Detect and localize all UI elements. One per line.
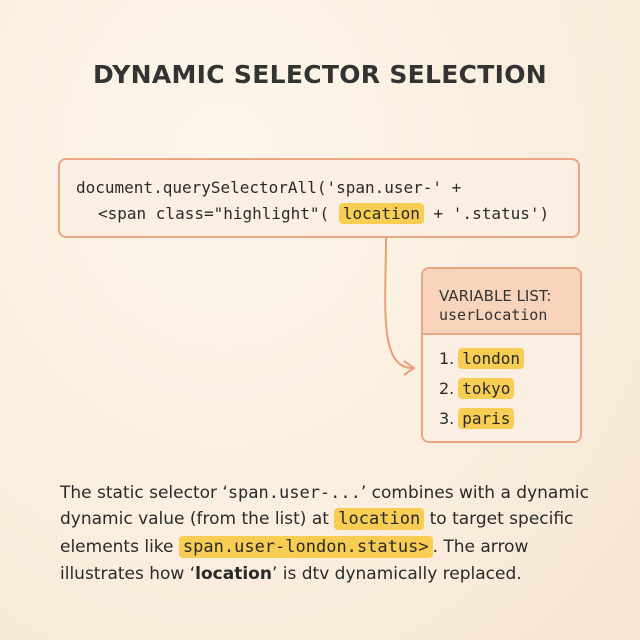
list-item: 1.london [439, 348, 525, 369]
code-line-2-suffix: + '.status') [433, 204, 550, 223]
code-line-2-prefix: <span class="highlight"( [98, 204, 330, 223]
code-block: document.querySelectorAll('span.user-' +… [58, 158, 580, 238]
list-item-number: 3. [439, 409, 455, 428]
list-item-number: 1. [439, 349, 455, 368]
description-line-1: The static selector ‘span.user-...’ comb… [60, 483, 589, 503]
code-line-2: <span class="highlight"( location + '.st… [98, 203, 550, 224]
list-item-value: paris [458, 408, 515, 429]
list-item-value: london [458, 348, 525, 369]
location-highlight: location [338, 203, 424, 224]
list-item: 2.tokyo [439, 378, 515, 399]
list-item-value: tokyo [458, 378, 515, 399]
list-item: 3.paris [439, 408, 515, 429]
code-line-1: document.querySelectorAll('span.user-' + [76, 178, 462, 197]
variable-list-panel: VARIABLE LIST: userLocation 1.london 2.t… [421, 267, 582, 443]
list-item-number: 2. [439, 379, 455, 398]
location-highlight: location [334, 508, 425, 530]
arrow-head-icon [403, 360, 416, 376]
variable-list-name: userLocation [439, 306, 548, 324]
description-line-3: elements like span.user-london.status>. … [60, 536, 529, 558]
page-title: DYNAMIC SELECTOR SELECTION [92, 60, 547, 89]
example-selector-highlight: span.user-london.status> [178, 536, 433, 558]
variable-list-label: VARIABLE LIST: [439, 287, 552, 305]
arrow-path [384, 237, 413, 369]
description-line-4: illustrates how ‘location’ is dtv dynami… [60, 564, 522, 584]
location-emphasis: location [195, 564, 272, 584]
description-line-2: dynamic value (from the list) at locatio… [60, 508, 574, 530]
static-selector-code: span.user-... [227, 483, 361, 503]
variable-list-header: VARIABLE LIST: userLocation [423, 269, 580, 335]
